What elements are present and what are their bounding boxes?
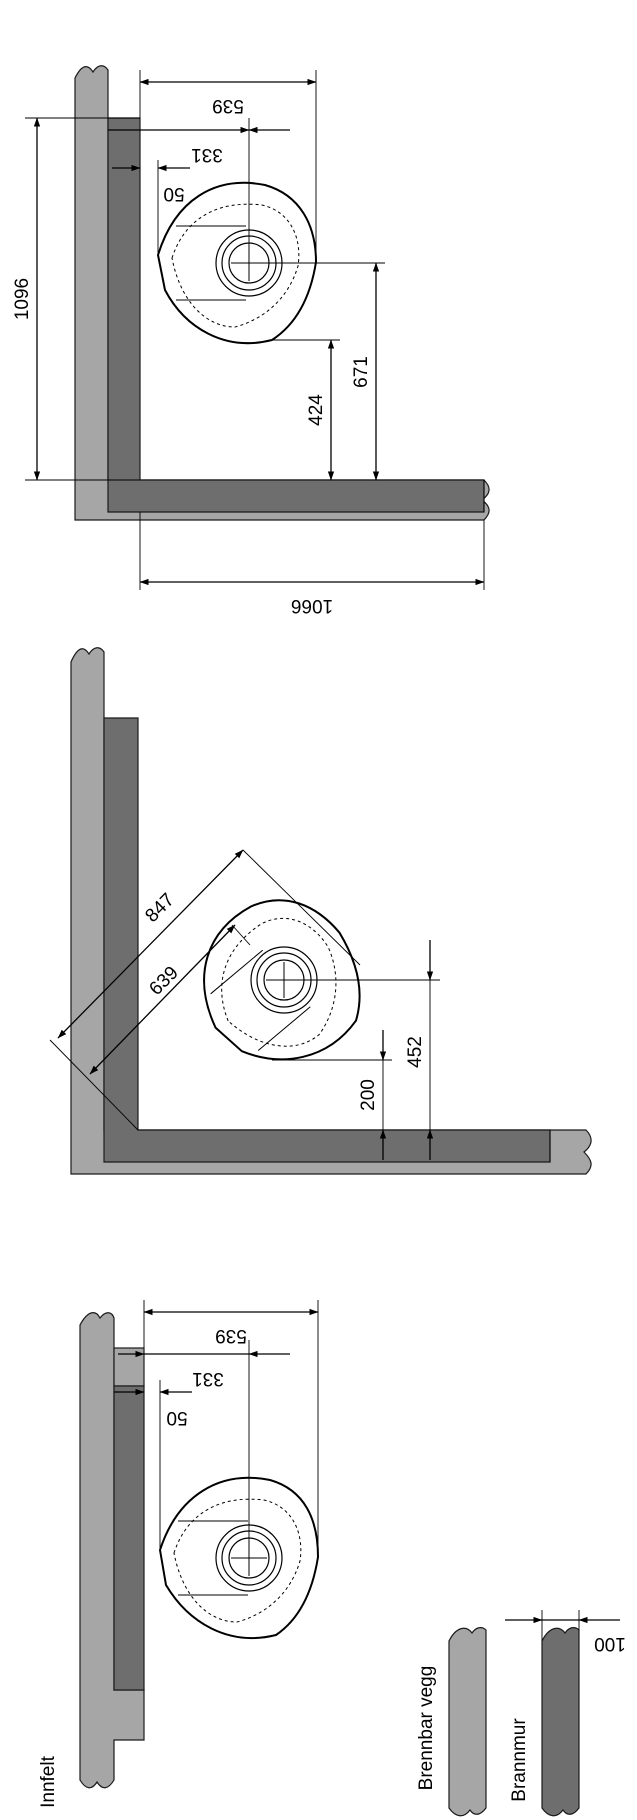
combustible-wall-middle [70, 647, 592, 1175]
corner-installation-middle: 847 639 452 200 [49, 647, 592, 1175]
corner-installation-top: 539 331 50 1096 671 424 1066 [12, 65, 490, 616]
dim-671: 671 [351, 356, 372, 388]
legend-combustible-swatch [448, 1627, 487, 1817]
legend-combustible-label: Brennbar vegg [416, 1666, 437, 1791]
dim-50-bottom: 50 [166, 1407, 187, 1428]
dim-100: 100 [594, 1633, 626, 1654]
firewall-bottom [113, 1385, 145, 1691]
legend: Brennbar vegg Brannmur 100 [416, 1610, 626, 1817]
dim-452: 452 [405, 1036, 426, 1068]
stove-bottom [158, 1476, 320, 1640]
dim-331-bottom: 331 [192, 1368, 224, 1389]
dim-331-top: 331 [191, 144, 223, 165]
dim-1066: 1066 [291, 595, 333, 616]
dim-1096: 1096 [12, 278, 33, 320]
dim-539-bottom: 539 [215, 1325, 247, 1346]
dim-639: 639 [145, 962, 182, 999]
legend-firewall-label: Brannmur [509, 1718, 530, 1802]
legend-firewall-swatch [541, 1627, 580, 1817]
dim-539-top: 539 [212, 95, 244, 116]
dim-424: 424 [306, 394, 327, 426]
recessed-installation-bottom: 539 331 50 Innfelt [38, 1300, 320, 1808]
label-innfelt: Innfelt [38, 1755, 59, 1807]
dim-50-top: 50 [163, 183, 184, 204]
combustible-wall-bottom [79, 1312, 145, 1789]
dim-200: 200 [358, 1079, 379, 1111]
